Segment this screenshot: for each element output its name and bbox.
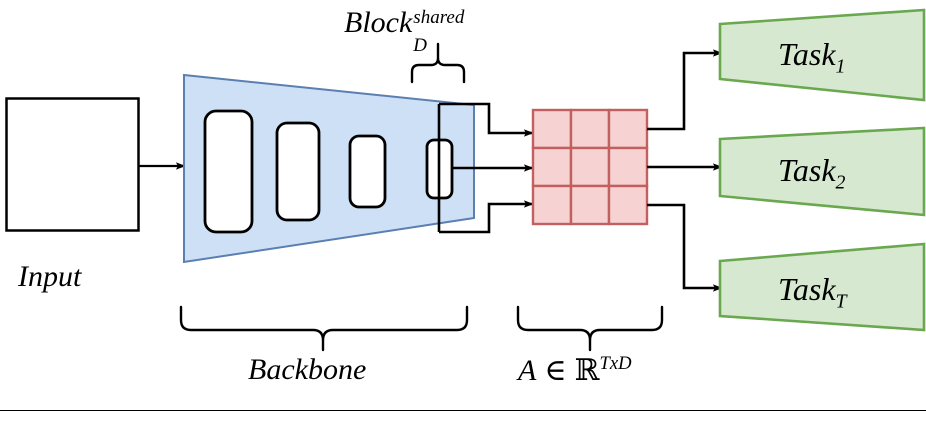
task-1-label: Task1 — [778, 36, 845, 78]
task-3-sub: T — [835, 290, 847, 313]
matrix-cell-r3c3 — [607, 184, 649, 226]
matrix-set-symbol: ℝ — [574, 353, 600, 388]
task-2-label: Task2 — [778, 152, 845, 194]
task-3-base: Task — [778, 271, 836, 307]
matrix-cell-r2c2 — [569, 146, 611, 188]
task-1-base: Task — [778, 36, 836, 72]
matrix-cell-r1c3 — [607, 108, 649, 150]
backbone-label: Backbone — [248, 353, 367, 386]
matrix-grid — [531, 108, 649, 226]
matrix-cell-r1c1 — [531, 108, 573, 150]
bottom-divider — [0, 410, 926, 411]
arrow-matrix-to-task-1 — [647, 49, 723, 131]
block-shared-base: Block — [344, 6, 413, 39]
matrix-cell-r3c2 — [569, 184, 611, 226]
input-square — [5, 97, 140, 232]
matrix-member-symbol: ∈ — [544, 354, 567, 387]
matrix-label: A∈ℝTxD — [518, 353, 632, 388]
task-2-sub: 2 — [835, 171, 846, 194]
matrix-cell-r1c2 — [569, 108, 611, 150]
brace-block-shared — [410, 57, 466, 84]
matrix-variable: A — [518, 354, 537, 387]
brace-backbone — [179, 305, 469, 341]
arrow-matrix-to-task-3 — [647, 203, 723, 292]
task-head-3 — [718, 242, 926, 332]
backbone-block-2 — [275, 121, 321, 222]
task-1-sub: 1 — [835, 55, 846, 78]
arrow-shared-to-matrix-row3 — [439, 200, 534, 234]
input-label: Input — [18, 260, 82, 293]
block-shared-subscript: D — [413, 35, 428, 56]
arrow-shared-to-matrix-row1 — [439, 102, 534, 137]
task-head-2 — [718, 126, 926, 217]
block-shared-superscript: shared — [413, 7, 465, 28]
backbone-block-1 — [203, 109, 254, 234]
matrix-cell-r2c1 — [531, 146, 573, 188]
matrix-exponent: TxD — [599, 353, 632, 374]
task-head-1 — [718, 8, 926, 102]
task-2-base: Task — [778, 152, 836, 188]
matrix-cell-r3c1 — [531, 184, 573, 226]
matrix-cell-r2c3 — [607, 146, 649, 188]
task-3-label: TaskT — [778, 271, 847, 313]
brace-matrix — [516, 305, 664, 341]
backbone-trapezoid — [183, 73, 475, 264]
backbone-block-3 — [348, 134, 387, 209]
